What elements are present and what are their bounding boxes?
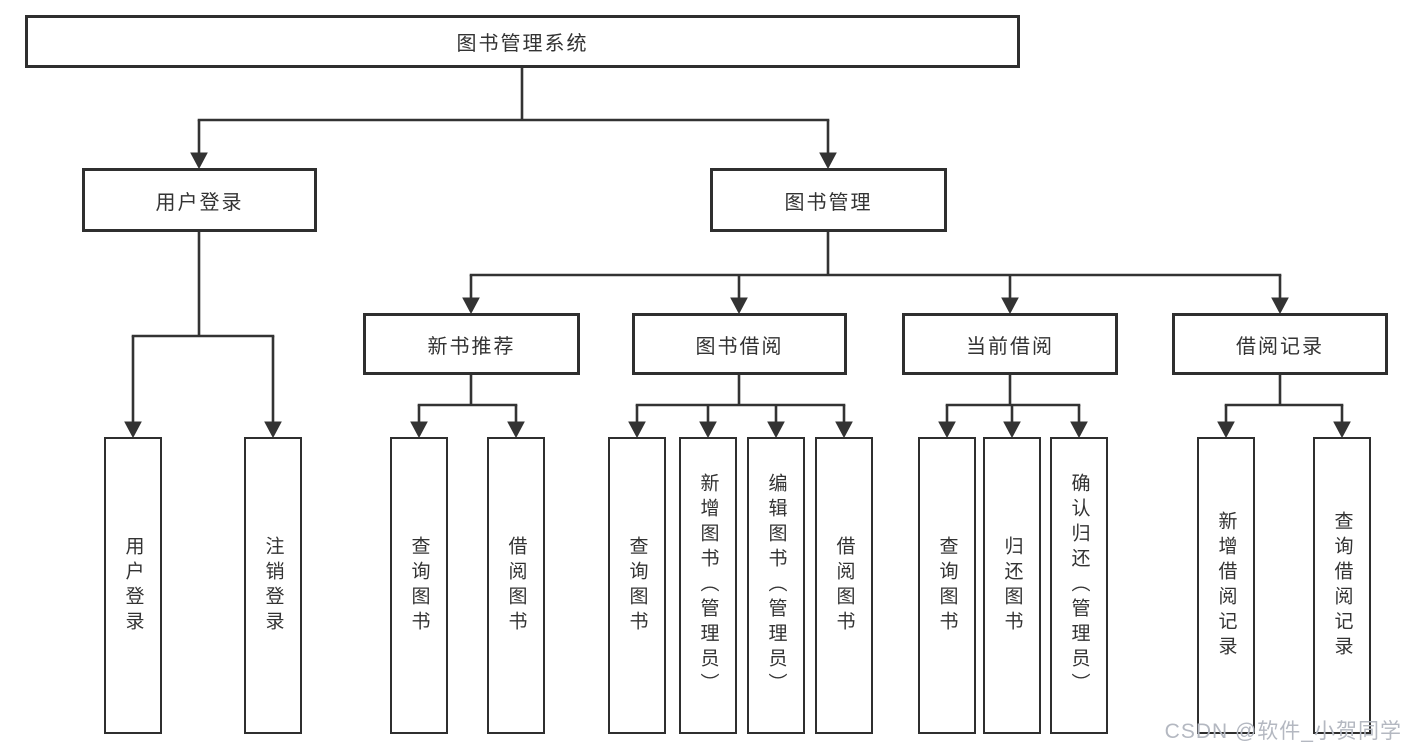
node-book-management-label: 图书管理: [784, 191, 873, 214]
leaf-return-book: 归还图书: [983, 437, 1041, 734]
node-user-login-label: 用户登录: [155, 191, 244, 214]
leaf-recommend-query-book: 查询图书: [390, 437, 448, 734]
leaf-add-borrow-record-label: 新增借阅记录: [1215, 510, 1237, 661]
leaf-user-login: 用户登录: [104, 437, 162, 734]
leaf-confirm-return-admin-label: 确认归还（管理员）: [1068, 473, 1090, 698]
node-root-label: 图书管理系统: [456, 33, 589, 55]
leaf-current-query-book: 查询图书: [918, 437, 976, 734]
node-book-borrow-label: 图书借阅: [695, 335, 784, 358]
leaf-logout-label: 注销登录: [262, 535, 284, 636]
leaf-current-query-book-label: 查询图书: [936, 535, 958, 636]
node-current-borrow: 当前借阅: [902, 313, 1118, 375]
leaf-user-login-label: 用户登录: [122, 535, 144, 636]
leaf-edit-book-admin-label: 编辑图书（管理员）: [765, 473, 787, 698]
leaf-add-book-admin: 新增图书（管理员）: [679, 437, 737, 734]
leaf-borrow-query-book-label: 查询图书: [626, 535, 648, 636]
node-borrow-record-label: 借阅记录: [1236, 335, 1324, 358]
leaf-borrow-book-label: 借阅图书: [833, 535, 855, 636]
node-root-system: 图书管理系统: [25, 15, 1020, 68]
node-book-borrow: 图书借阅: [632, 313, 847, 375]
leaf-recommend-borrow-book-label: 借阅图书: [505, 535, 527, 636]
leaf-query-borrow-record-label: 查询借阅记录: [1331, 510, 1353, 661]
leaf-borrow-query-book: 查询图书: [608, 437, 666, 734]
node-borrow-record: 借阅记录: [1172, 313, 1388, 375]
leaf-borrow-book: 借阅图书: [815, 437, 873, 734]
leaf-return-book-label: 归还图书: [1001, 535, 1023, 636]
leaf-add-book-admin-label: 新增图书（管理员）: [697, 473, 719, 698]
leaf-query-borrow-record: 查询借阅记录: [1313, 437, 1371, 734]
csdn-watermark: CSDN @软件_小贺同学: [1164, 720, 1402, 743]
leaf-recommend-query-book-label: 查询图书: [408, 535, 430, 636]
leaf-add-borrow-record: 新增借阅记录: [1197, 437, 1255, 734]
leaf-logout: 注销登录: [244, 437, 302, 734]
node-current-borrow-label: 当前借阅: [966, 335, 1054, 358]
leaf-recommend-borrow-book: 借阅图书: [487, 437, 545, 734]
node-user-login: 用户登录: [82, 168, 317, 232]
leaf-confirm-return-admin: 确认归还（管理员）: [1050, 437, 1108, 734]
node-book-management: 图书管理: [710, 168, 947, 232]
node-new-book-recommend: 新书推荐: [363, 313, 580, 375]
leaf-edit-book-admin: 编辑图书（管理员）: [747, 437, 805, 734]
node-new-book-recommend-label: 新书推荐: [427, 335, 516, 358]
